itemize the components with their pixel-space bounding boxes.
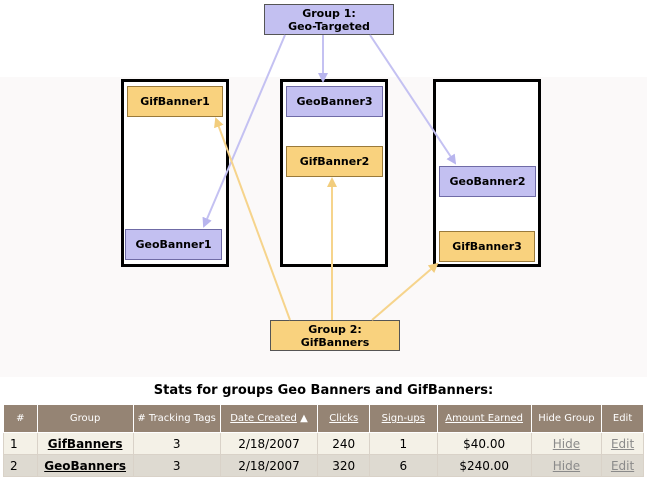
group-link-gifbanners[interactable]: GifBanners bbox=[47, 436, 123, 451]
header-amount-earned[interactable]: Amount Earned bbox=[436, 404, 532, 433]
diagram-arrows bbox=[202, 34, 457, 321]
stats-title: Stats for groups Geo Banners and GifBann… bbox=[153, 383, 494, 398]
edit-group-link[interactable]: Edit bbox=[610, 436, 635, 451]
row-num: 1 bbox=[3, 432, 38, 455]
row-tracking-tags: 3 bbox=[132, 432, 221, 455]
group1-box: Group 1: Geo-Targeted bbox=[264, 4, 394, 35]
gifbanner1-label: GifBanner1 bbox=[140, 95, 210, 108]
row-edit[interactable]: Edit bbox=[601, 454, 644, 477]
group2-box: Group 2: GifBanners bbox=[270, 320, 400, 351]
geobanner3-label: GeoBanner3 bbox=[296, 95, 373, 108]
header-hide-group: Hide Group bbox=[530, 404, 603, 433]
geobanner3-box: GeoBanner3 bbox=[286, 86, 383, 117]
hide-group-link[interactable]: Hide bbox=[552, 458, 581, 473]
row-hide[interactable]: Hide bbox=[530, 454, 603, 477]
group2-title: Group 2: bbox=[308, 322, 362, 336]
row-date-created: 2/18/2007 bbox=[219, 454, 319, 477]
row-tracking-tags: 3 bbox=[132, 454, 221, 477]
sort-amount-link[interactable]: Amount Earned bbox=[445, 413, 523, 424]
table-row: 1 GifBanners 3 2/18/2007 240 1 $40.00 Hi… bbox=[3, 432, 644, 455]
gifbanner2-box: GifBanner2 bbox=[286, 146, 383, 177]
gifbanner1-box: GifBanner1 bbox=[127, 86, 223, 117]
group-link-geobanners[interactable]: GeoBanners bbox=[44, 458, 126, 473]
row-clicks: 240 bbox=[317, 432, 371, 455]
header-edit: Edit bbox=[601, 404, 644, 433]
row-group[interactable]: GifBanners bbox=[36, 432, 134, 455]
header-signups[interactable]: Sign-ups bbox=[369, 404, 438, 433]
row-group[interactable]: GeoBanners bbox=[36, 454, 134, 477]
header-tracking-tags: # Tracking Tags bbox=[132, 404, 221, 433]
sort-date-created-link[interactable]: Date Created bbox=[230, 413, 297, 424]
table-row: 2 GeoBanners 3 2/18/2007 320 6 $240.00 H… bbox=[3, 454, 644, 477]
header-date-created[interactable]: Date Created ▲ bbox=[219, 404, 319, 433]
gifbanner3-label: GifBanner3 bbox=[452, 240, 522, 253]
row-num: 2 bbox=[3, 454, 38, 477]
arrow-group2-to-gifbanner1 bbox=[214, 117, 291, 321]
row-amount-earned: $240.00 bbox=[436, 454, 532, 477]
arrow-group1-to-geobanner1 bbox=[202, 34, 286, 228]
gifbanner3-box: GifBanner3 bbox=[439, 231, 535, 262]
geobanner1-box: GeoBanner1 bbox=[125, 229, 222, 260]
row-hide[interactable]: Hide bbox=[530, 432, 603, 455]
sort-ascending-icon: ▲ bbox=[300, 413, 308, 424]
stats-table: # Group # Tracking Tags Date Created ▲ C… bbox=[3, 404, 644, 477]
row-clicks: 320 bbox=[317, 454, 371, 477]
row-date-created: 2/18/2007 bbox=[219, 432, 319, 455]
gifbanner2-label: GifBanner2 bbox=[299, 155, 370, 168]
row-amount-earned: $40.00 bbox=[436, 432, 532, 455]
arrow-group1-to-geobanner2 bbox=[369, 34, 457, 165]
geobanner2-label: GeoBanner2 bbox=[449, 175, 526, 188]
sort-clicks-link[interactable]: Clicks bbox=[329, 413, 359, 424]
geobanner2-box: GeoBanner2 bbox=[439, 166, 536, 197]
geobanner1-label: GeoBanner1 bbox=[135, 238, 212, 251]
group1-subtitle: Geo-Targeted bbox=[288, 19, 370, 33]
row-edit[interactable]: Edit bbox=[601, 432, 644, 455]
edit-group-link[interactable]: Edit bbox=[610, 458, 635, 473]
group2-subtitle: GifBanners bbox=[300, 335, 370, 349]
hide-group-link[interactable]: Hide bbox=[552, 436, 581, 451]
header-group: Group bbox=[36, 404, 134, 433]
group1-title: Group 1: bbox=[302, 6, 356, 20]
arrow-group2-to-gifbanner3 bbox=[371, 262, 439, 321]
row-signups: 1 bbox=[369, 432, 438, 455]
header-num: # bbox=[3, 404, 38, 433]
row-signups: 6 bbox=[369, 454, 438, 477]
sort-signups-link[interactable]: Sign-ups bbox=[381, 413, 425, 424]
header-clicks[interactable]: Clicks bbox=[317, 404, 371, 433]
stats-header-row: # Group # Tracking Tags Date Created ▲ C… bbox=[3, 404, 644, 433]
